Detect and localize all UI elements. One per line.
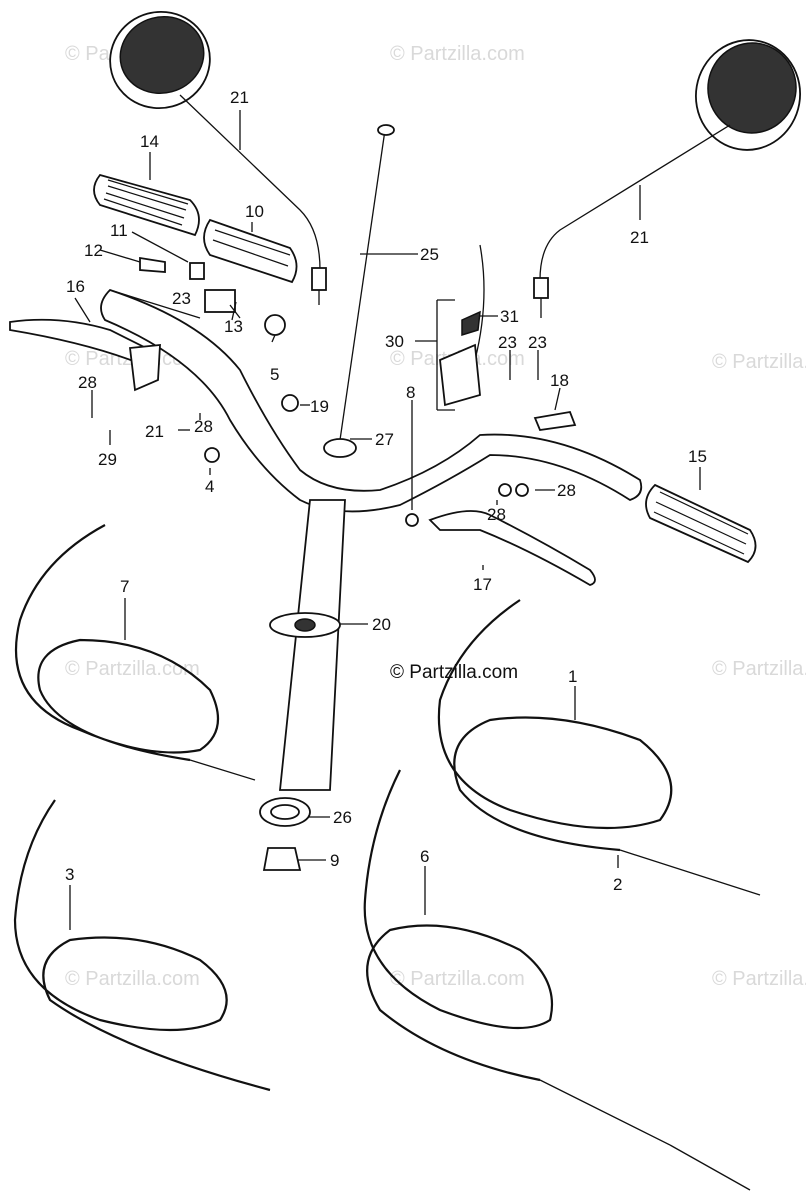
callout-29[interactable]: 29 (98, 450, 117, 469)
watermark: © Partzilla.com (390, 968, 525, 990)
callout-31[interactable]: 31 (500, 307, 519, 326)
callout-20[interactable]: 20 (372, 615, 391, 634)
callout-18[interactable]: 18 (550, 371, 569, 390)
steering-stem[interactable] (269, 499, 346, 791)
right-grip[interactable] (645, 483, 757, 564)
left-grip[interactable] (93, 173, 200, 237)
callout-3[interactable]: 3 (65, 865, 74, 884)
callout-24[interactable]: 25 (420, 245, 439, 264)
dust-seal-25[interactable] (259, 797, 311, 827)
part-5[interactable] (264, 314, 286, 336)
throttle-grip[interactable] (203, 218, 298, 284)
callout-16[interactable]: 16 (66, 277, 85, 296)
callout-6[interactable]: 6 (420, 847, 429, 866)
switch-assembly[interactable] (439, 244, 485, 407)
callout-2[interactable]: 2 (613, 875, 622, 894)
washer-26[interactable] (323, 438, 357, 458)
cap-19[interactable] (281, 394, 299, 412)
bushing-9[interactable] (262, 847, 302, 871)
callout-7[interactable]: 7 (120, 577, 129, 596)
callout-26[interactable]: 27 (375, 430, 394, 449)
part-4[interactable] (204, 447, 220, 463)
callout-23[interactable]: 23 (528, 333, 547, 352)
nut-28[interactable] (498, 483, 512, 497)
cable-6[interactable] (363, 769, 751, 1191)
cable-7[interactable] (14, 524, 256, 781)
callout-28[interactable]: 28 (194, 417, 213, 436)
callout-9[interactable]: 9 (330, 851, 339, 870)
right-lever[interactable] (428, 510, 596, 586)
callout-19[interactable]: 19 (310, 397, 329, 416)
callout-30[interactable]: 30 (385, 332, 404, 351)
left-lever[interactable] (9, 318, 161, 392)
callout-14[interactable]: 14 (140, 132, 159, 151)
callout-23[interactable]: 23 (498, 333, 517, 352)
bracket-18[interactable] (533, 410, 577, 431)
right-mirror[interactable] (533, 32, 806, 318)
watermark: © Partzilla.com (712, 968, 806, 990)
watermark: © Partzilla.com (390, 43, 525, 65)
callout-28[interactable]: 28 (487, 505, 506, 524)
watermark: © Partzilla.com (712, 658, 806, 680)
callout-21[interactable]: 21 (630, 228, 649, 247)
callout-12[interactable]: 11 (110, 221, 128, 240)
callout-4[interactable]: 4 (205, 477, 214, 496)
callout-1[interactable]: 1 (568, 667, 577, 686)
callout-23[interactable]: 23 (172, 289, 191, 308)
bracket-11[interactable] (139, 256, 166, 273)
handlebar-bolt[interactable] (339, 124, 395, 441)
callout-8[interactable]: 8 (406, 383, 415, 402)
callout-13[interactable]: 13 (224, 317, 243, 336)
callout-27[interactable]: 28 (78, 373, 97, 392)
callout-5[interactable]: 5 (270, 365, 279, 384)
clamp-13[interactable] (204, 289, 236, 313)
callout-11[interactable]: 12 (84, 241, 103, 260)
cable-1[interactable] (437, 599, 761, 896)
callout-28[interactable]: 28 (557, 481, 576, 500)
callout-17[interactable]: 17 (473, 575, 492, 594)
nut-28[interactable] (515, 483, 529, 497)
washer[interactable] (405, 513, 419, 527)
leader-lines (69, 110, 701, 930)
copyright-text: © Partzilla.com (390, 662, 518, 683)
watermark: © Partzilla.com (712, 351, 806, 373)
watermark: © Partzilla.com (65, 968, 200, 990)
callout-10[interactable]: 10 (245, 202, 264, 221)
left-mirror[interactable] (99, 1, 327, 305)
watermark: © Partzilla.com (65, 658, 200, 680)
callout-15[interactable]: 15 (688, 447, 707, 466)
callout-21[interactable]: 21 (230, 88, 249, 107)
cable-3[interactable] (13, 799, 271, 1092)
handlebar[interactable] (100, 288, 643, 513)
callout-22[interactable]: 21 (145, 422, 164, 441)
callout-25[interactable]: 26 (333, 808, 352, 827)
callout-labels: 21 21 14 10 11 12 16 23 13 5 19 25 30 31… (65, 88, 707, 894)
clip-12[interactable] (189, 262, 205, 280)
